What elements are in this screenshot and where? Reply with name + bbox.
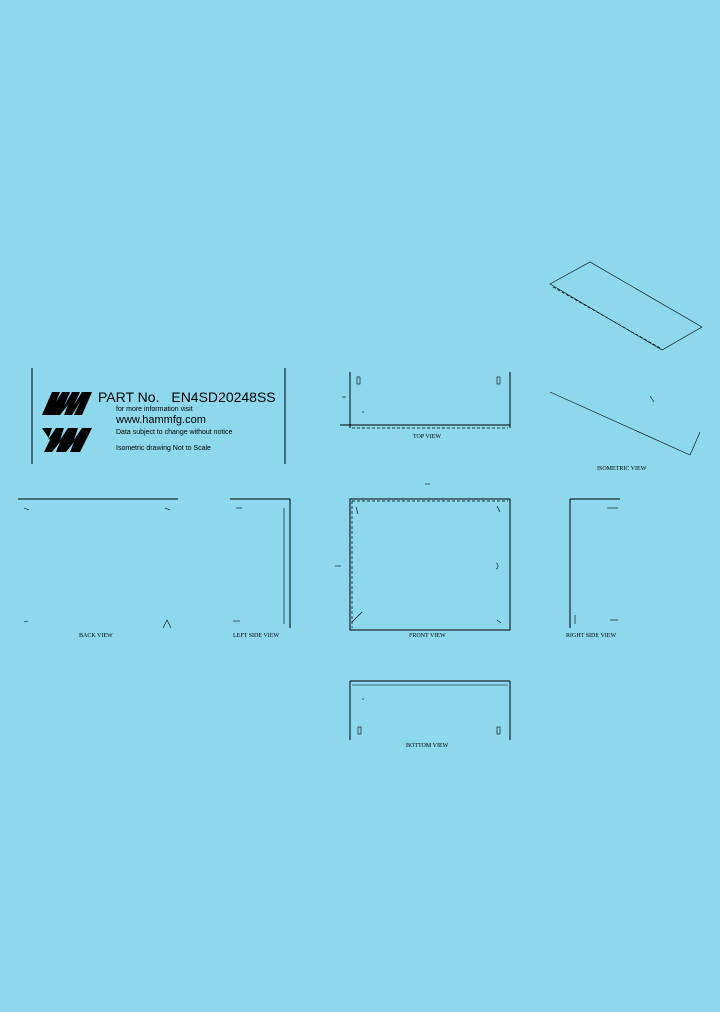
top-view-label: TOP VIEW — [413, 434, 442, 440]
subject-to-change-note: Data subject to change without notice — [116, 429, 233, 436]
bottom-view-label: BOTTOM VIEW — [406, 743, 449, 749]
hammond-logo — [42, 392, 92, 452]
isometric-view-drawing — [549, 261, 703, 456]
back-view-label: BACK VIEW — [79, 633, 113, 639]
info-line: for more information visit — [116, 406, 193, 413]
top-view-drawing — [340, 372, 511, 429]
right-side-view-label: RIGHT SIDE VIEW — [566, 633, 617, 639]
right-side-view-drawing — [569, 498, 620, 628]
back-view-drawing — [18, 498, 178, 629]
left-side-view-label: LEFT SIDE VIEW — [233, 633, 280, 639]
front-view-label: FRONT VIEW — [409, 633, 446, 639]
scale-note: Isometric drawing Not to Scale — [116, 445, 211, 452]
bottom-view-drawing — [349, 680, 511, 740]
website-link[interactable]: www.hammfg.com — [116, 414, 206, 426]
isometric-view-label: ISOMETRIC VIEW — [597, 466, 647, 472]
left-side-view-drawing — [230, 498, 291, 628]
front-view-drawing — [335, 483, 511, 631]
part-number: EN4SD20248SS — [171, 389, 276, 405]
part-number-row: PART No. EN4SD20248SS — [98, 389, 276, 405]
part-prefix: PART No. — [98, 389, 160, 405]
